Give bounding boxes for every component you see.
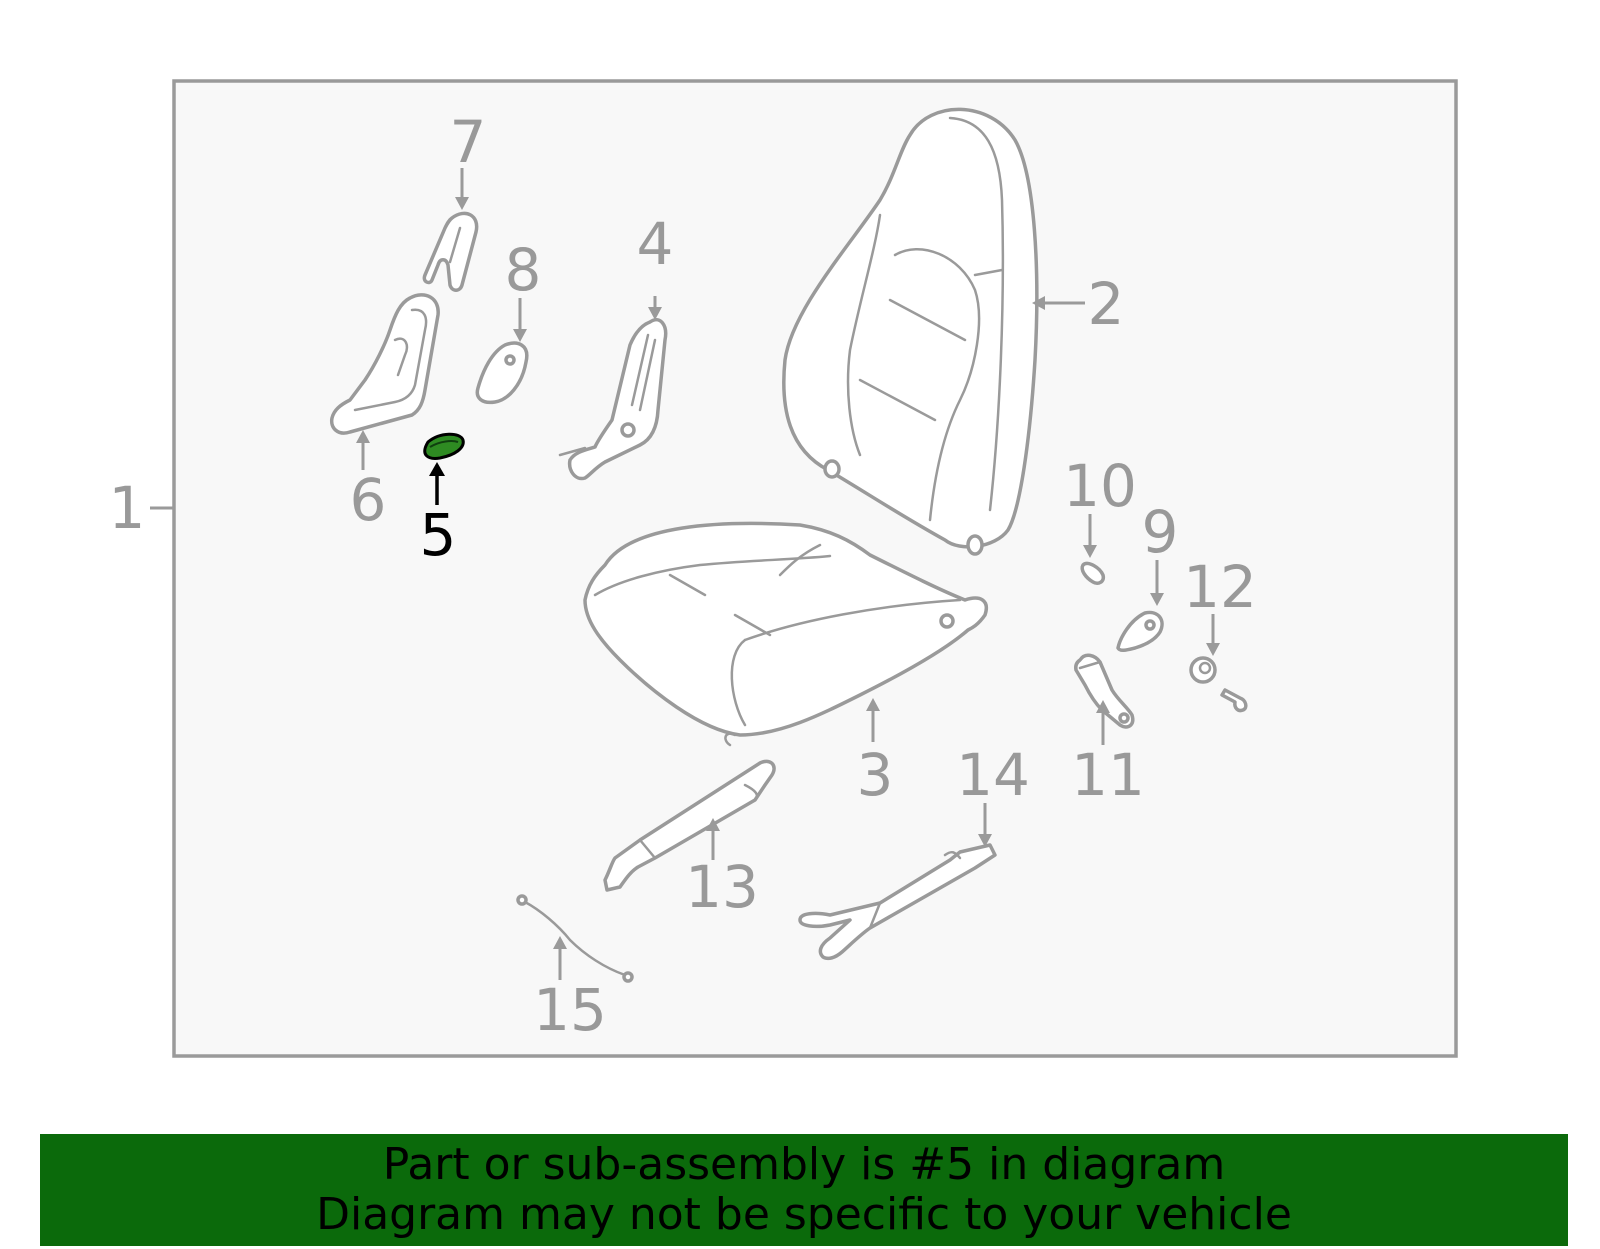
callout-10: 10 [1063, 452, 1137, 520]
callout-8: 8 [505, 236, 542, 304]
part-3-seat-cushion[interactable] [583, 521, 988, 747]
callout-13: 13 [685, 853, 759, 921]
callout-11: 11 [1071, 741, 1145, 809]
part-14-rail[interactable] [798, 843, 997, 961]
part-9-lever[interactable] [1116, 610, 1164, 653]
leader-lines [150, 168, 1220, 980]
info-banner: Part or sub-assembly is #5 in diagram Di… [40, 1134, 1568, 1246]
part-10-plug[interactable] [1080, 561, 1106, 585]
part-2-seat-back[interactable] [782, 107, 1039, 556]
banner-line-1: Part or sub-assembly is #5 in diagram [382, 1139, 1226, 1190]
part-8-knob[interactable] [475, 341, 529, 405]
part-12-bushing-pin[interactable] [1189, 656, 1248, 713]
callout-2: 2 [1088, 270, 1125, 338]
part-6-side-panel[interactable] [329, 293, 440, 435]
callout-6: 6 [350, 466, 387, 534]
callout-14: 14 [956, 741, 1030, 809]
callout-3: 3 [857, 741, 894, 809]
callout-15: 15 [533, 976, 607, 1044]
part-13-rail[interactable] [603, 759, 776, 892]
callout-9: 9 [1142, 498, 1179, 566]
callout-7: 7 [450, 108, 487, 176]
banner-line-2: Diagram may not be specific to your vehi… [316, 1189, 1292, 1240]
part-11-bracket[interactable] [1074, 653, 1135, 729]
callout-12: 12 [1183, 553, 1257, 621]
callout-1: 1 [109, 474, 146, 542]
part-7-cover[interactable] [422, 211, 479, 292]
part-4-recliner[interactable] [558, 318, 668, 481]
callout-4: 4 [637, 210, 674, 278]
callout-5: 5 [420, 501, 457, 569]
part-15-cable[interactable] [516, 894, 634, 983]
part-5-highlighted[interactable] [423, 432, 465, 460]
